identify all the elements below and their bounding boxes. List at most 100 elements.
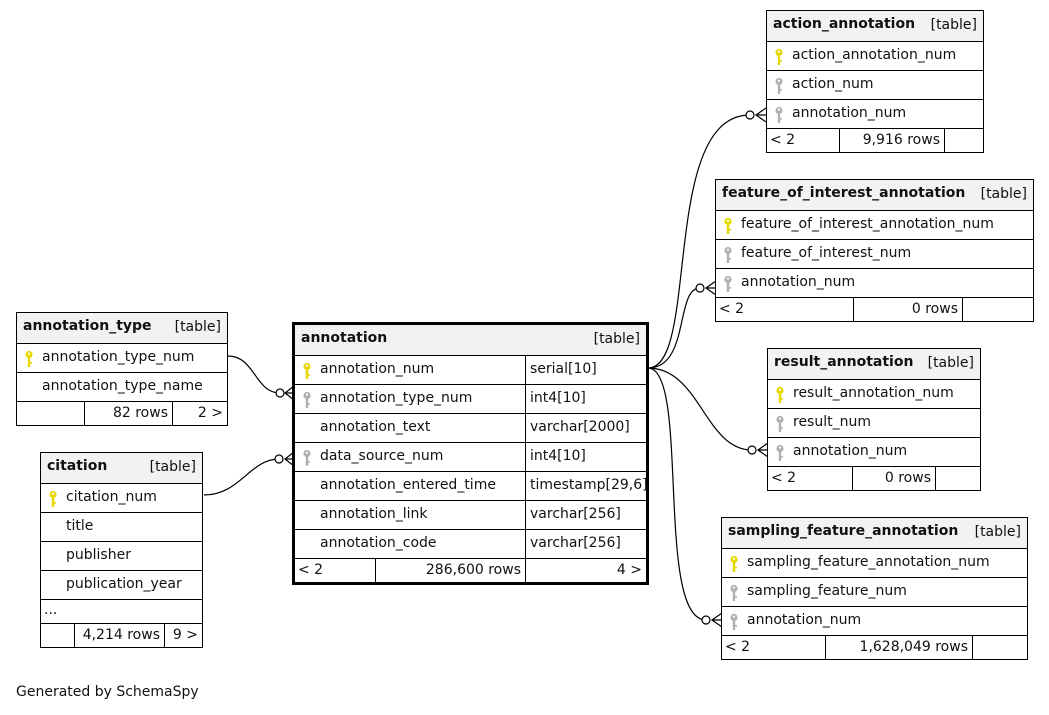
table-type: [table] bbox=[174, 319, 221, 335]
table-name: sampling_feature_annotation bbox=[728, 523, 959, 539]
table-action-annotation[interactable]: action_annotation [table] action_annotati… bbox=[766, 10, 984, 153]
table-footer: < 2 1,628,049 rows bbox=[722, 635, 1027, 659]
column-name: publisher bbox=[66, 547, 131, 563]
column-row: citation_num bbox=[41, 483, 202, 512]
parent-count[interactable]: < 2 bbox=[770, 132, 796, 148]
column-type: varchar[2000] bbox=[530, 419, 630, 435]
column-row: annotation_type_num int4[10] bbox=[295, 384, 646, 413]
column-row: data_source_num int4[10] bbox=[295, 442, 646, 471]
table-footer: < 2 0 rows bbox=[768, 466, 980, 490]
row-count: 82 rows bbox=[112, 405, 168, 421]
column-row: annotation_num bbox=[768, 437, 980, 466]
primary-key-icon bbox=[48, 490, 58, 512]
table-name: result_annotation bbox=[774, 354, 914, 370]
row-count: 0 rows bbox=[884, 470, 931, 486]
foreign-key-icon bbox=[774, 106, 784, 128]
column-name: data_source_num bbox=[320, 448, 444, 464]
foreign-key-icon bbox=[723, 275, 733, 297]
foreign-key-icon bbox=[729, 584, 739, 606]
column-row: annotation_num serial[10] bbox=[295, 355, 646, 384]
table-footer: < 2 286,600 rows 4 > bbox=[295, 558, 646, 582]
foreign-key-icon bbox=[729, 613, 739, 635]
parent-count[interactable]: < 2 bbox=[719, 301, 745, 317]
primary-key-icon bbox=[723, 217, 733, 239]
column-row: publication_year bbox=[41, 570, 202, 599]
child-count[interactable]: 9 > bbox=[172, 627, 198, 643]
table-sampling-feature-annotation[interactable]: sampling_feature_annotation [table] sampl… bbox=[721, 517, 1028, 660]
table-name: citation bbox=[47, 458, 108, 474]
column-name: annotation_type_num bbox=[320, 390, 473, 406]
table-annotation-type[interactable]: annotation_type[table] annotation_type_n… bbox=[16, 312, 228, 426]
parent-count[interactable]: < 2 bbox=[771, 470, 797, 486]
table-type: [table] bbox=[927, 355, 974, 371]
column-row: action_num bbox=[767, 70, 983, 99]
column-name: result_annotation_num bbox=[793, 385, 954, 401]
table-footer: < 2 0 rows bbox=[716, 297, 1033, 321]
column-name: annotation_num bbox=[747, 612, 862, 628]
table-name: feature_of_interest_annotation bbox=[722, 185, 966, 201]
column-name: sampling_feature_num bbox=[747, 583, 907, 599]
column-name: feature_of_interest_num bbox=[741, 245, 912, 261]
column-name: annotation_type_num bbox=[42, 349, 195, 365]
column-name: annotation_entered_time bbox=[320, 477, 496, 493]
column-name: result_num bbox=[793, 414, 871, 430]
column-name: annotation_code bbox=[320, 535, 437, 551]
column-name: action_num bbox=[792, 76, 874, 92]
table-footer: 4,214 rows 9 > bbox=[41, 623, 202, 647]
column-name: annotation_num bbox=[792, 105, 907, 121]
table-type: [table] bbox=[980, 186, 1027, 202]
primary-key-icon bbox=[774, 48, 784, 70]
row-count: 286,600 rows bbox=[425, 562, 521, 578]
table-type: [table] bbox=[930, 17, 977, 33]
column-type: timestamp[29,6] bbox=[530, 477, 648, 493]
column-name: annotation_num bbox=[741, 274, 856, 290]
column-row: title bbox=[41, 512, 202, 541]
table-name: action_annotation bbox=[773, 16, 916, 32]
more-columns-row: ... bbox=[41, 599, 202, 623]
column-row: annotation_type_num bbox=[17, 343, 227, 372]
column-name: sampling_feature_annotation_num bbox=[747, 554, 990, 570]
column-type: serial[10] bbox=[530, 361, 597, 377]
row-count: 9,916 rows bbox=[862, 132, 940, 148]
link-result-annotation bbox=[647, 367, 753, 451]
column-row: sampling_feature_annotation_num bbox=[722, 548, 1027, 577]
column-row: sampling_feature_num bbox=[722, 577, 1027, 606]
generated-by-label: Generated by SchemaSpy bbox=[16, 684, 199, 700]
foreign-key-icon bbox=[302, 391, 312, 413]
link-feature-of-interest-annotation bbox=[647, 287, 701, 369]
foreign-key-icon bbox=[774, 77, 784, 99]
foreign-key-icon bbox=[775, 415, 785, 437]
column-row: result_num bbox=[768, 408, 980, 437]
child-count[interactable]: 2 > bbox=[197, 405, 223, 421]
parent-count[interactable]: < 2 bbox=[298, 562, 324, 578]
table-result-annotation[interactable]: result_annotation [table] result_annotati… bbox=[767, 348, 981, 491]
foreign-key-icon bbox=[302, 449, 312, 471]
column-row: action_annotation_num bbox=[767, 41, 983, 70]
link-sampling-feature-annotation bbox=[647, 367, 707, 621]
child-count[interactable]: 4 > bbox=[616, 562, 642, 578]
table-feature-of-interest-annotation[interactable]: feature_of_interest_annotation [table] fe… bbox=[715, 179, 1034, 322]
column-name: annotation_text bbox=[320, 419, 431, 435]
column-type: int4[10] bbox=[530, 390, 586, 406]
column-name: annotation_link bbox=[320, 506, 428, 522]
link-citation bbox=[203, 458, 280, 496]
column-row: feature_of_interest_annotation_num bbox=[716, 210, 1033, 239]
table-citation[interactable]: citation [table] citation_num title publi… bbox=[40, 452, 203, 648]
column-row: annotation_num bbox=[716, 268, 1033, 297]
column-row: annotation_entered_time timestamp[29,6] bbox=[295, 471, 648, 500]
table-footer: < 2 9,916 rows bbox=[767, 128, 983, 152]
parent-count[interactable]: < 2 bbox=[725, 639, 751, 655]
column-name: action_annotation_num bbox=[792, 47, 957, 63]
table-type: [table] bbox=[149, 459, 196, 475]
table-type: [table] bbox=[974, 524, 1021, 540]
column-row: result_annotation_num bbox=[768, 379, 980, 408]
primary-key-icon bbox=[302, 362, 312, 384]
foreign-key-icon bbox=[775, 444, 785, 466]
primary-key-icon bbox=[24, 350, 34, 372]
column-type: int4[10] bbox=[530, 448, 586, 464]
column-name: annotation_num bbox=[320, 361, 435, 377]
